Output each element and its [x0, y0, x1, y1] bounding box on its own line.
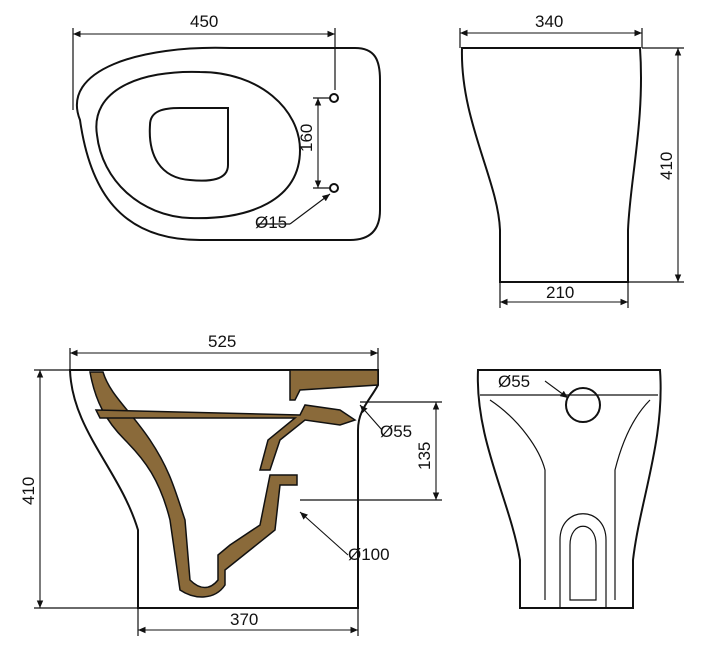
inlet-diameter-label: Ø55 — [380, 422, 412, 441]
outlet-diameter-label: Ø100 — [348, 545, 390, 564]
hole-diameter-label: Ø15 — [255, 213, 287, 232]
outlet-height-label: 135 — [415, 442, 434, 470]
top-view: 450 160 Ø15 — [72, 12, 381, 241]
top-width-label: 450 — [190, 12, 218, 31]
section-height-label: 410 — [19, 477, 38, 505]
section-view: 525 410 370 135 Ø55 Ø100 — [19, 332, 442, 636]
rear-inlet-diameter-label: Ø55 — [498, 372, 530, 391]
rear-view: Ø55 — [476, 369, 662, 609]
front-base-label: 210 — [546, 283, 574, 302]
front-height-label: 410 — [657, 152, 676, 180]
hole-spacing-label: 160 — [297, 124, 316, 152]
section-base-label: 370 — [230, 610, 258, 629]
front-view: 340 410 210 — [459, 12, 684, 308]
section-length-label: 525 — [208, 332, 236, 351]
front-width-label: 340 — [535, 12, 563, 31]
